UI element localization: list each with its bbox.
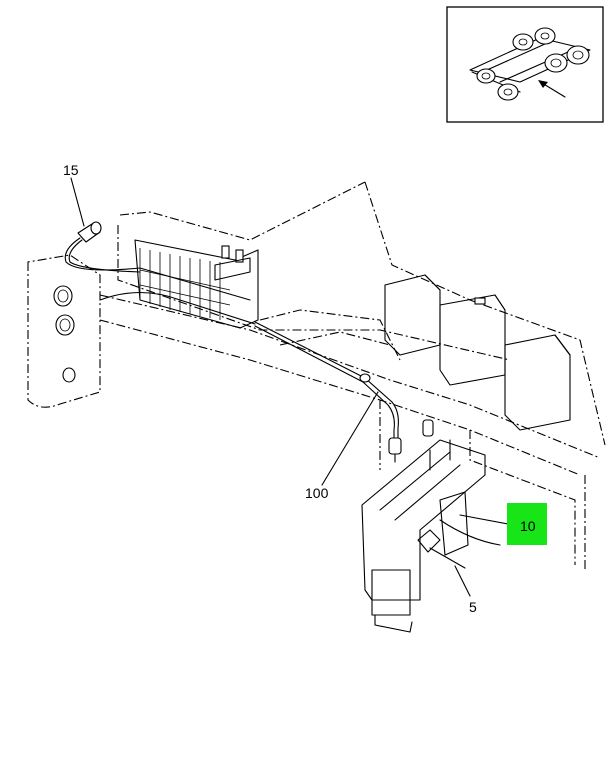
connector-block <box>134 239 259 329</box>
connector-15 <box>64 221 251 301</box>
junction-boxes <box>384 274 571 431</box>
bulkhead-panel <box>27 254 101 408</box>
callout-100: 100 <box>305 485 329 501</box>
wire-harness <box>99 291 402 463</box>
assembly-drawing <box>27 181 606 633</box>
locator-inset <box>446 6 604 123</box>
truck-chassis-locator-icon <box>469 27 591 101</box>
callout-10-highlight: 10 <box>507 503 547 545</box>
callout-10: 10 <box>520 518 536 534</box>
leader-lines <box>70 177 514 597</box>
callout-5: 5 <box>469 599 477 615</box>
mounting-bracket <box>361 419 486 633</box>
callout-15: 15 <box>63 162 79 178</box>
highlight-box <box>507 503 547 545</box>
wire-rod <box>439 519 501 546</box>
